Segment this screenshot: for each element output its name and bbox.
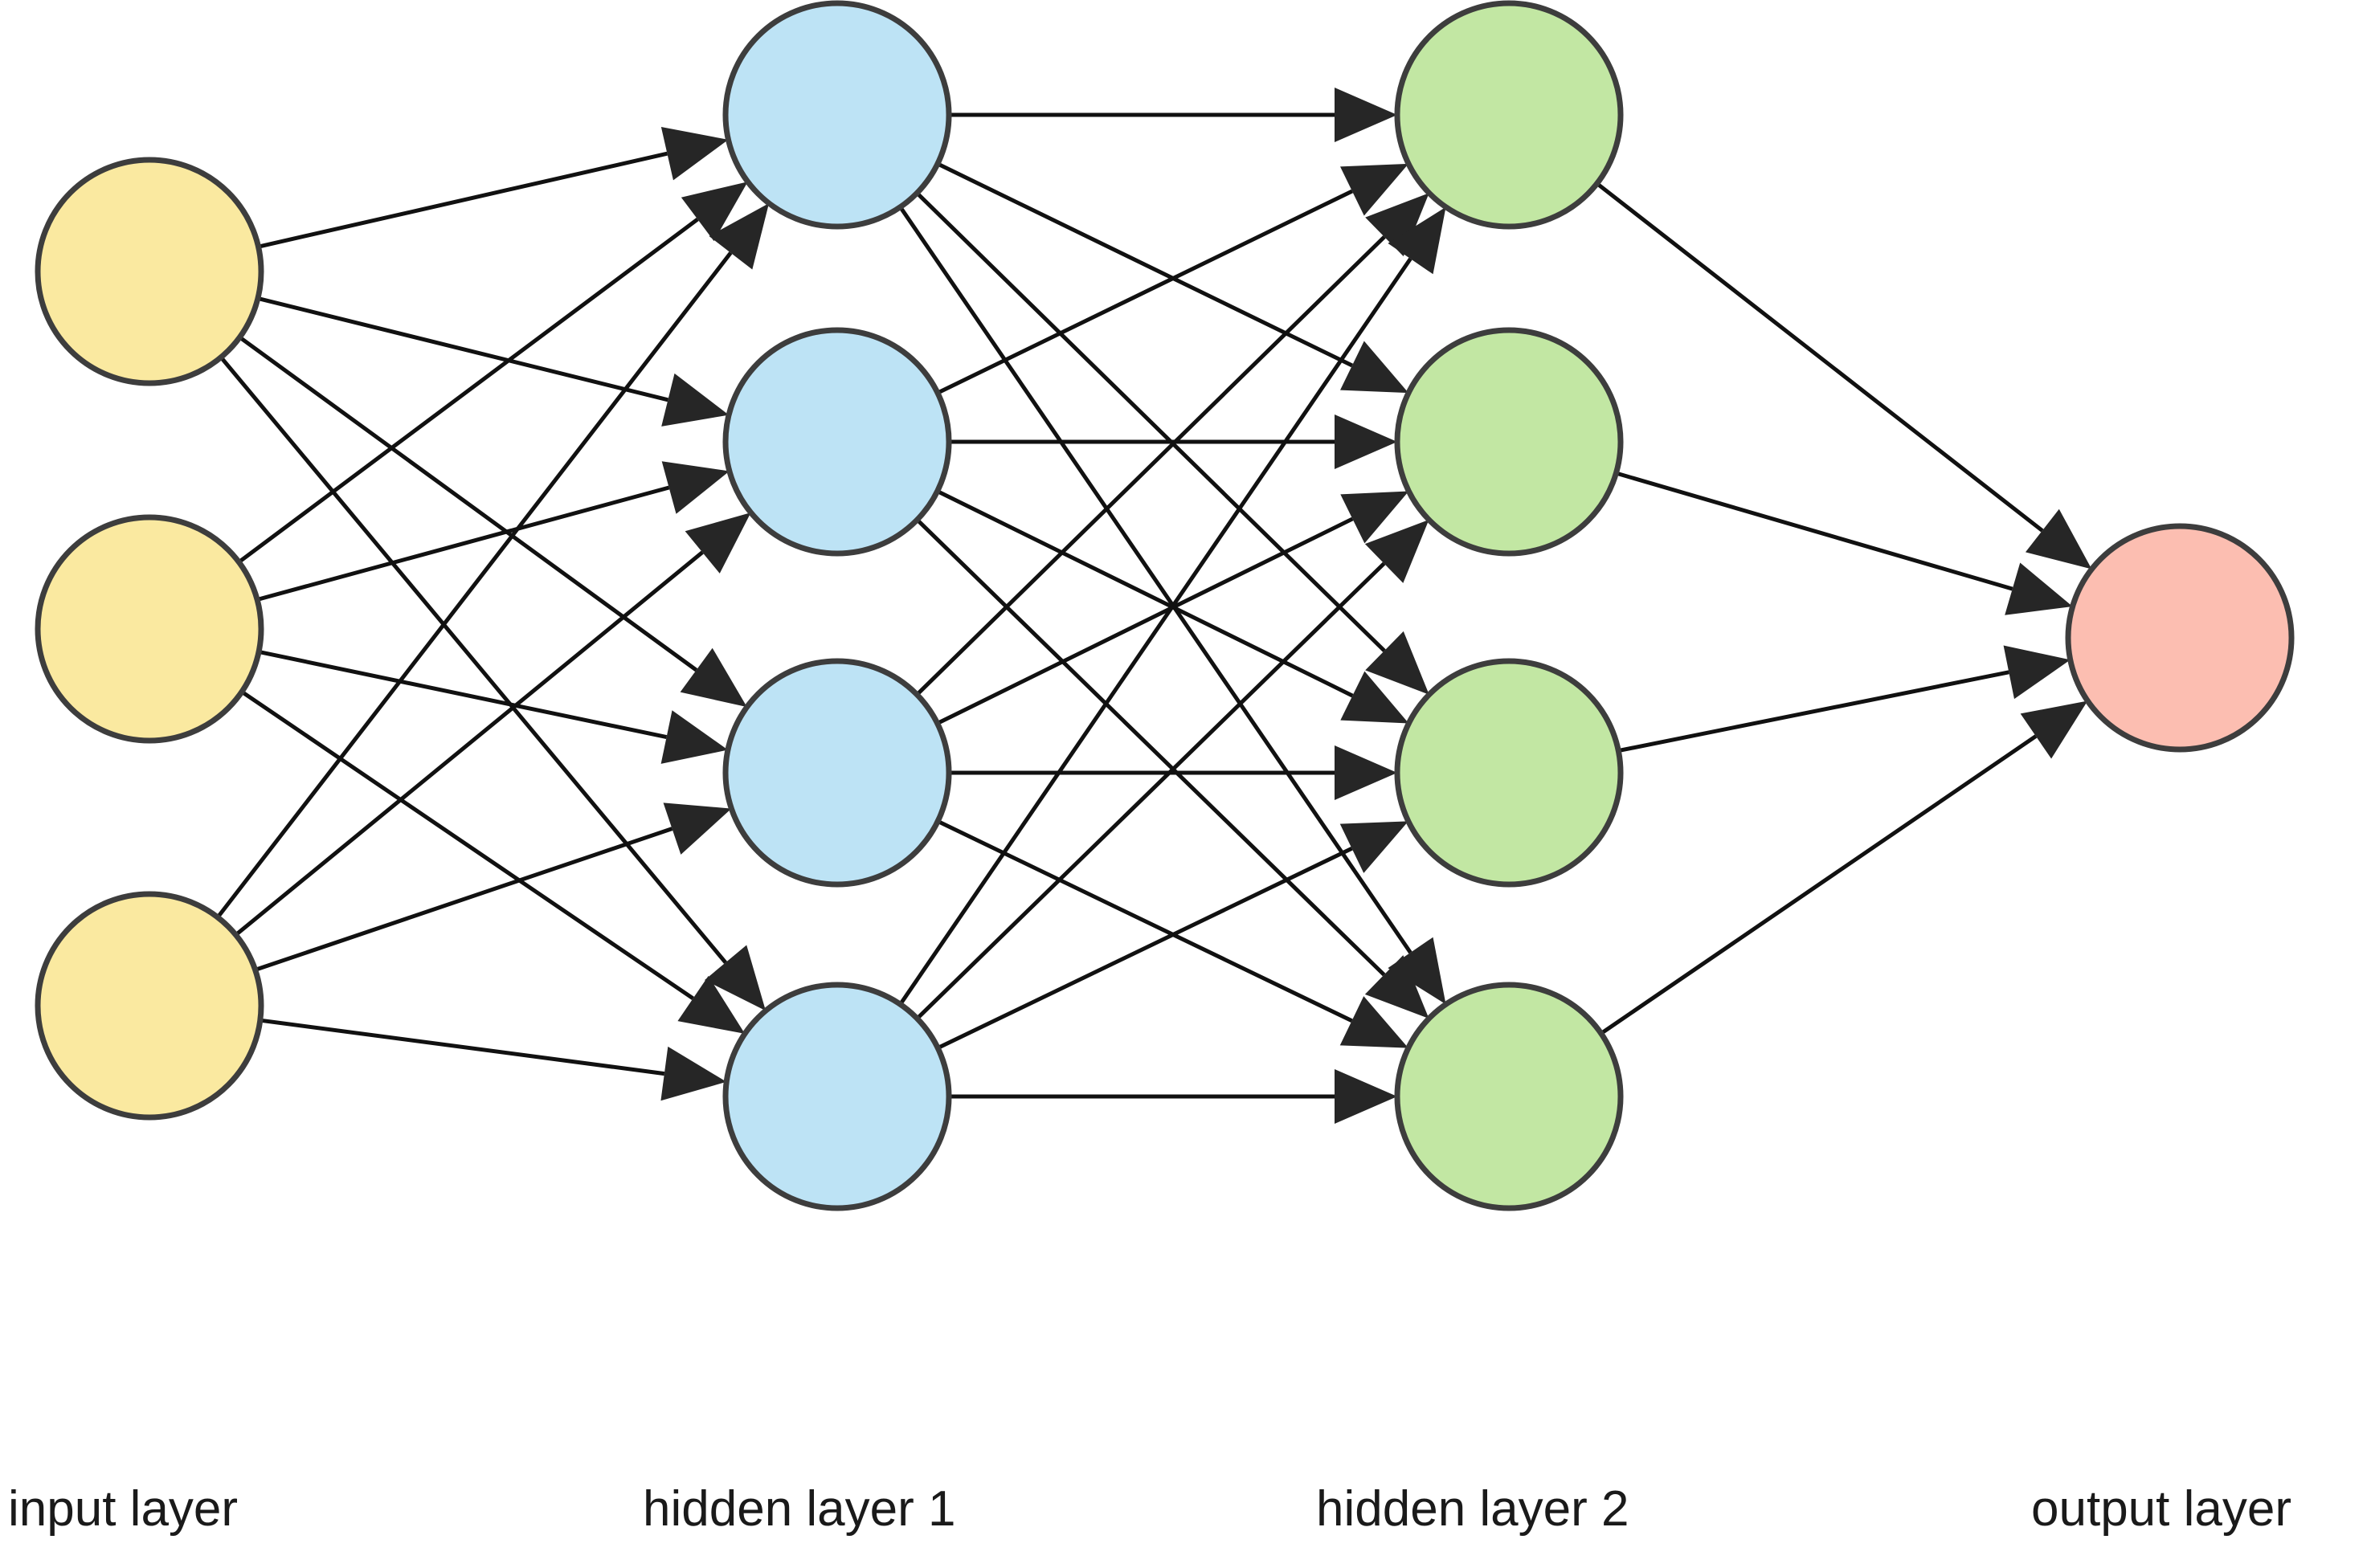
node-output-1 (2065, 523, 2295, 753)
connection-edge (219, 356, 727, 964)
layer-label-hidden1: hidden layer 1 (643, 1481, 956, 1537)
connection-arrowhead (661, 461, 730, 514)
connection-arrowhead (1340, 341, 1409, 394)
connection-arrowhead (1340, 671, 1409, 724)
connection-edge (898, 206, 1412, 954)
connection-arrowhead (1335, 1069, 1397, 1124)
connection-arrowhead (1388, 937, 1446, 1005)
connection-edge (234, 550, 704, 937)
node-input-1 (35, 157, 264, 386)
node-hidden1-4 (722, 982, 952, 1211)
connection-edge (257, 151, 668, 249)
connection-arrowhead (1365, 631, 1429, 695)
connection-edge (936, 161, 1353, 368)
connection-edge (936, 517, 1354, 725)
connection-arrowhead (1339, 821, 1408, 873)
connection-edge (215, 251, 733, 919)
layer-label-hidden2: hidden layer 2 (1316, 1481, 1629, 1537)
node-hidden2-3 (1394, 658, 1624, 888)
connection-edge (915, 518, 1386, 977)
connection-edge (936, 189, 1353, 395)
connection-arrowhead (2003, 645, 2071, 700)
connection-edge (915, 191, 1386, 652)
connection-arrowhead (1340, 491, 1409, 544)
arrowheads-group (660, 88, 2092, 1124)
connection-arrowhead (661, 373, 730, 427)
connection-edge (1617, 670, 2009, 753)
node-hidden1-2 (722, 327, 952, 557)
connection-edge (256, 485, 670, 602)
connection-edge (936, 489, 1354, 698)
connection-edge (258, 650, 668, 740)
connection-edge (915, 235, 1386, 696)
connection-arrowhead (1335, 414, 1397, 469)
connection-arrowhead (704, 945, 766, 1011)
connection-arrowhead (1335, 88, 1397, 142)
connection-arrowhead (1339, 996, 1408, 1048)
connection-arrowhead (1364, 520, 1429, 583)
connection-arrowhead (2025, 508, 2092, 570)
node-hidden1-3 (722, 658, 952, 888)
connection-arrowhead (685, 512, 751, 574)
layer-label-input: input layer (8, 1481, 239, 1537)
connection-arrowhead (1365, 193, 1429, 257)
connection-edge (898, 257, 1412, 1006)
connection-edge (937, 846, 1353, 1050)
connection-edge (238, 335, 698, 672)
edges-group (215, 112, 2044, 1099)
connection-edge (260, 1018, 665, 1076)
connection-edge (240, 690, 694, 1001)
node-hidden2-2 (1394, 327, 1624, 557)
node-hidden2-4 (1394, 982, 1624, 1211)
connection-arrowhead (2005, 562, 2073, 615)
connection-arrowhead (677, 975, 746, 1034)
connection-arrowhead (1388, 206, 1446, 275)
node-input-3 (35, 891, 264, 1121)
connection-edge (254, 827, 673, 972)
node-input-2 (35, 514, 264, 744)
node-hidden1-1 (722, 0, 952, 230)
connection-arrowhead (1335, 745, 1397, 800)
connection-edge (237, 217, 699, 564)
connection-arrowhead (681, 182, 748, 242)
connection-edge (937, 819, 1353, 1023)
connection-edge (1615, 471, 2013, 591)
connection-arrowhead (660, 1046, 727, 1101)
connection-arrowhead (660, 127, 729, 181)
nodes-group (35, 0, 2295, 1211)
connection-arrowhead (1364, 955, 1429, 1019)
connection-arrowhead (2020, 700, 2088, 759)
node-hidden2-1 (1394, 0, 1624, 230)
layer-label-output: output layer (2031, 1481, 2291, 1537)
connection-edge (915, 561, 1386, 1020)
connection-arrowhead (709, 203, 770, 270)
connection-edge (1600, 734, 2038, 1035)
connection-edge (1596, 182, 2044, 533)
connection-arrowhead (663, 802, 732, 855)
connection-arrowhead (1340, 163, 1409, 216)
connection-arrowhead (660, 710, 728, 764)
connection-edge (257, 296, 668, 402)
connection-arrowhead (680, 647, 747, 708)
